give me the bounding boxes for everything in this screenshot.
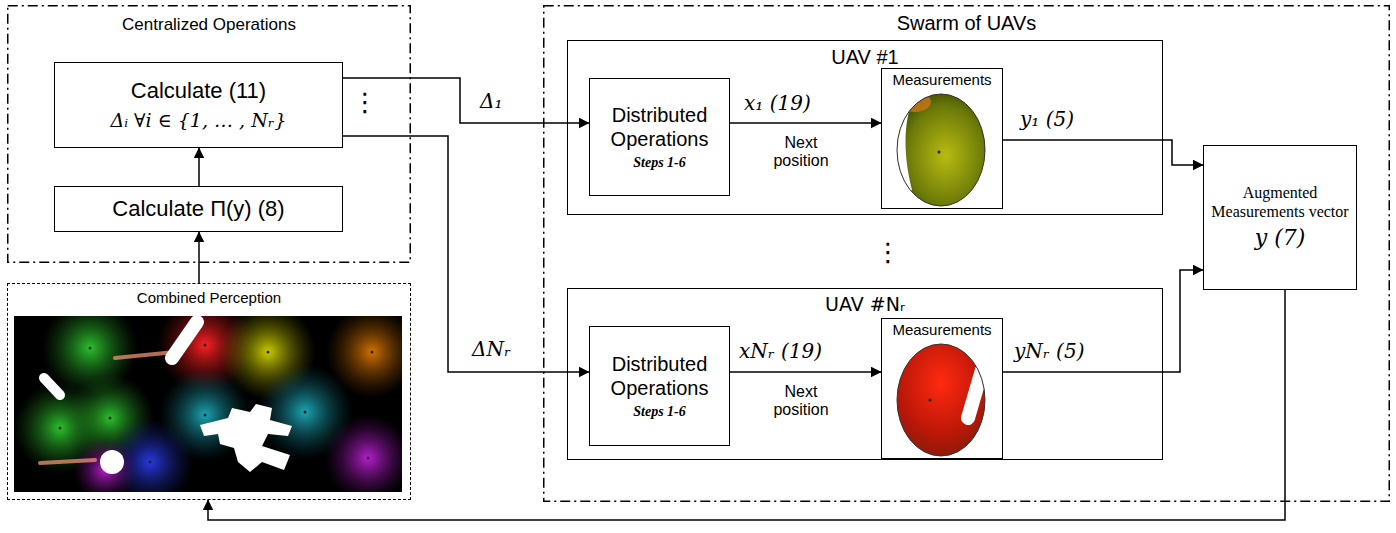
illustration-part <box>89 347 92 350</box>
box-text: Calculate (11) <box>131 78 266 104</box>
illustration-part <box>968 370 982 418</box>
region-outline <box>8 6 411 263</box>
connector-arrow <box>1003 140 1203 165</box>
box-text: Distributed Operations <box>596 352 723 400</box>
connector-arrow <box>1003 270 1203 372</box>
box-text: Δᵢ ∀i ∈ {1, … , Nᵣ} <box>111 109 287 132</box>
box-text: y (7) <box>1255 225 1306 251</box>
illustration-part <box>200 404 292 472</box>
edge-label: yNᵣ (5) <box>1012 340 1086 363</box>
region-box: Swarm of UAVsUAV #1 Distributed Operation… <box>543 5 1390 502</box>
box-text: Steps 1-6 <box>633 404 686 421</box>
illustration-part <box>44 378 60 395</box>
region-title: Centralized Operations <box>7 15 411 35</box>
illustration-part <box>172 322 197 358</box>
measurement-box: Measurements <box>881 68 1003 209</box>
illustration-part <box>40 460 95 463</box>
illustration-part <box>204 414 207 417</box>
vector-box: Augmented Measurements vector y (7) <box>1203 145 1357 290</box>
illustration-part <box>367 457 370 460</box>
region-outline <box>7 5 411 263</box>
connector-arrow <box>343 78 589 123</box>
illustration-part <box>938 151 941 154</box>
process-box: Calculate (11) Δᵢ ∀i ∈ {1, … , Nᵣ} <box>54 62 343 148</box>
ellipsis-mark: ⋮ <box>350 88 380 118</box>
connector-arrow <box>198 148 200 186</box>
illustration-part <box>895 92 987 208</box>
edge-label: xNᵣ (19) <box>737 340 824 363</box>
illustration-part <box>109 417 112 420</box>
region-title: Combined Perception <box>8 289 410 307</box>
illustration-part <box>73 438 137 492</box>
edge-label: ΔNᵣ <box>470 338 513 361</box>
region-title: Swarm of UAVs <box>543 11 1390 35</box>
illustration-part <box>59 344 374 464</box>
illustration-part <box>149 461 152 464</box>
process-box: Distributed OperationsSteps 1-6 <box>589 78 730 196</box>
region-title: Measurements <box>882 321 1002 339</box>
box-text: Distributed Operations <box>596 103 723 151</box>
illustration-part <box>929 399 932 402</box>
connector-arrow <box>343 136 589 372</box>
ellipsis-mark: ⋮ <box>873 238 903 268</box>
box-text: Calculate Π(y) (8) <box>112 196 284 222</box>
connector-arrow <box>730 122 881 124</box>
region-outline <box>544 6 1390 502</box>
measurement-view <box>895 92 987 208</box>
illustration-part <box>304 411 307 414</box>
measurement-box: Measurements <box>881 318 1003 459</box>
illustration-part <box>324 414 402 492</box>
illustration-part <box>371 351 374 354</box>
connector-arrow <box>208 290 1285 520</box>
connector-arrow <box>198 232 200 283</box>
process-box: Distributed OperationsSteps 1-6 <box>589 326 730 446</box>
region-box: Centralized OperationsCalculate (11) Δᵢ ∀… <box>7 5 411 263</box>
illustration-part <box>100 450 124 474</box>
edge-label: x₁ (19) <box>742 92 813 115</box>
box-text: Steps 1-6 <box>633 155 686 172</box>
edge-note: Next position <box>758 134 844 171</box>
illustration-part <box>204 344 207 347</box>
region-title: UAV #Nᵣ <box>568 293 1162 316</box>
illustration-part <box>267 351 270 354</box>
uav-box: UAV #NᵣDistributed OperationsSteps 1-6 Me… <box>567 288 1163 460</box>
edge-note: Next position <box>758 383 844 420</box>
illustration-part <box>59 427 62 430</box>
illustration-part <box>899 92 931 112</box>
box-text: Augmented Measurements vector <box>1210 183 1350 221</box>
measurement-outline <box>897 94 985 206</box>
edge-label: Δ₁ <box>478 90 504 113</box>
illustration-part <box>895 342 987 458</box>
process-box: Calculate Π(y) (8) <box>54 186 343 232</box>
region-title: Measurements <box>882 71 1002 89</box>
illustration-part <box>960 420 990 460</box>
perception-panel: Combined Perception <box>7 283 411 500</box>
measurement-view <box>895 342 990 460</box>
connector-arrow <box>730 371 881 373</box>
perception-map <box>14 316 402 492</box>
measurement-outline <box>897 344 985 456</box>
region-title: UAV #1 <box>568 45 1162 69</box>
edge-label: y₁ (5) <box>1018 108 1076 131</box>
